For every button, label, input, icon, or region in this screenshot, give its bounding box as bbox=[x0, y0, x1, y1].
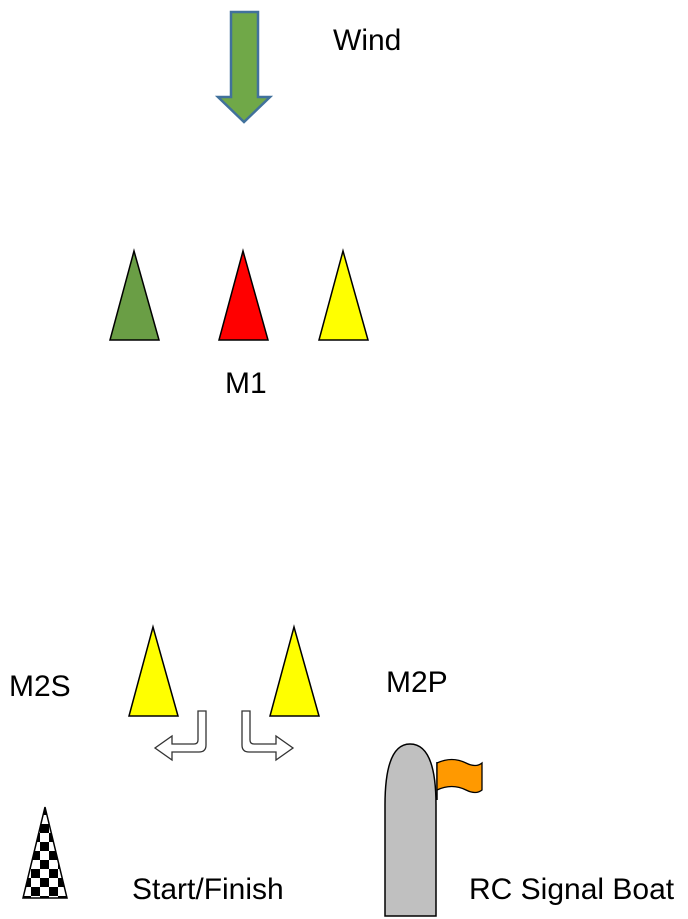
checker-cell bbox=[23, 887, 31, 896]
checker-cell bbox=[49, 887, 58, 896]
start-finish-checkered-mark-icon bbox=[22, 806, 68, 899]
checker-cell bbox=[40, 824, 49, 833]
checker-cell bbox=[49, 896, 58, 898]
checker-cell bbox=[40, 878, 49, 887]
checker-cell bbox=[58, 815, 67, 824]
checker-cell bbox=[58, 887, 67, 896]
checker-cell bbox=[58, 807, 67, 815]
checker-cell bbox=[49, 807, 58, 815]
orange-flag-icon bbox=[436, 758, 483, 794]
checker-cell bbox=[40, 815, 49, 824]
red-mark bbox=[218, 248, 269, 341]
checker-cell bbox=[49, 878, 58, 887]
m1-label: M1 bbox=[225, 367, 267, 400]
checker-cell bbox=[23, 842, 31, 851]
checker-cell bbox=[49, 815, 58, 824]
m2p-mark bbox=[269, 624, 320, 717]
checker-cell bbox=[23, 851, 31, 860]
checker-cell bbox=[23, 807, 31, 815]
wind-label: Wind bbox=[333, 24, 402, 57]
checker-cell bbox=[58, 851, 67, 860]
checker-cell bbox=[40, 869, 49, 878]
checker-cell bbox=[40, 842, 49, 851]
wind-arrow-icon bbox=[214, 10, 274, 124]
checker-cell bbox=[31, 887, 40, 896]
checker-cell bbox=[40, 860, 49, 869]
rc-signal-boat-icon bbox=[384, 743, 437, 917]
checker-cell bbox=[31, 851, 40, 860]
checker-cell bbox=[31, 896, 40, 898]
checker-cell bbox=[49, 869, 58, 878]
checker-cell bbox=[31, 807, 40, 815]
checker-cell bbox=[31, 869, 40, 878]
checker-cell bbox=[31, 878, 40, 887]
m2s-mark bbox=[128, 624, 179, 717]
rc-signal-boat-label: RC Signal Boat bbox=[469, 873, 675, 906]
checker-cell bbox=[40, 851, 49, 860]
m2s-label: M2S bbox=[9, 670, 71, 703]
checker-cell bbox=[23, 833, 31, 842]
checker-cell bbox=[58, 896, 67, 898]
checker-cell bbox=[23, 896, 31, 898]
checker-cell bbox=[23, 815, 31, 824]
checker-cell bbox=[31, 860, 40, 869]
checker-cell bbox=[23, 824, 31, 833]
checker-cell bbox=[31, 815, 40, 824]
checker-cell bbox=[40, 833, 49, 842]
checker-cell bbox=[49, 860, 58, 869]
checker-cell bbox=[58, 842, 67, 851]
m2s-turn-arrow-icon bbox=[153, 710, 207, 762]
m2p-turn-arrow-icon bbox=[241, 710, 295, 762]
start-finish-label: Start/Finish bbox=[132, 873, 284, 906]
checker-cell bbox=[40, 887, 49, 896]
green-mark bbox=[109, 248, 160, 341]
checker-cell bbox=[58, 824, 67, 833]
checker-cell bbox=[58, 833, 67, 842]
checker-cell bbox=[49, 851, 58, 860]
checker-cell bbox=[49, 842, 58, 851]
checker-cell bbox=[40, 896, 49, 898]
m2p-label: M2P bbox=[386, 666, 448, 699]
yellow-mark bbox=[318, 248, 369, 341]
